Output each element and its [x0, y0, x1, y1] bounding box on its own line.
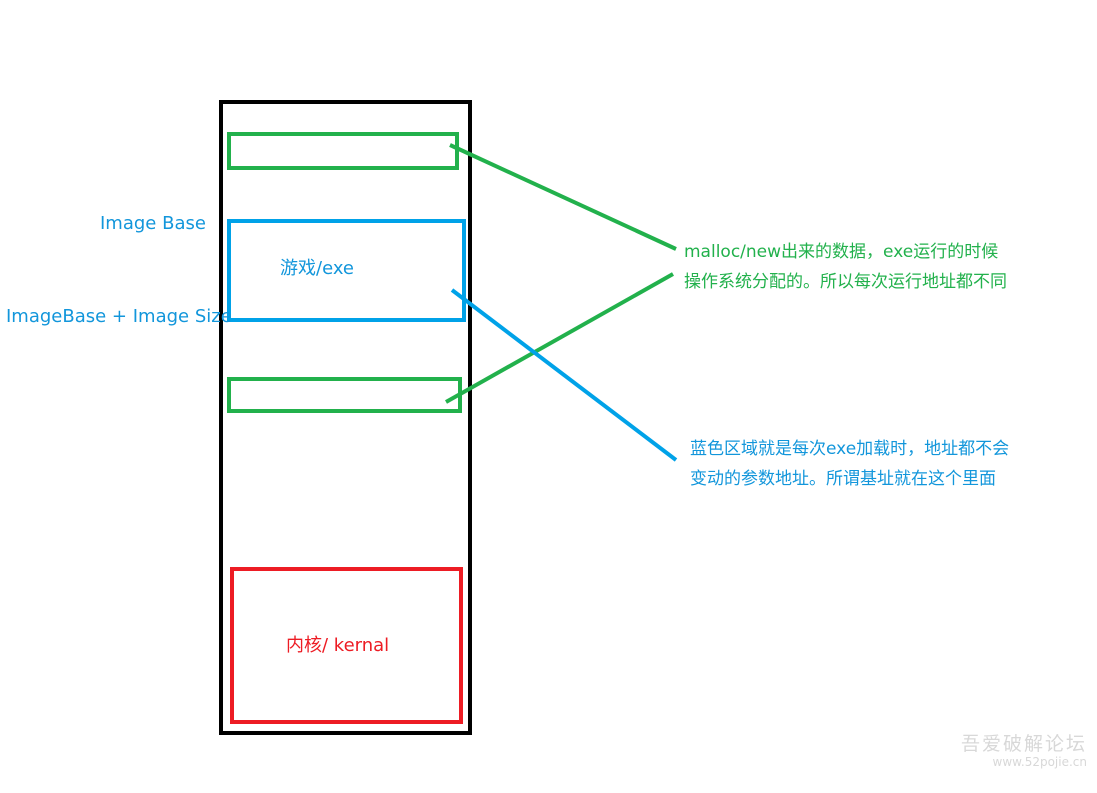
image-base-label: Image Base: [100, 213, 206, 234]
kernel-region: [230, 567, 463, 724]
kernel-region-label: 内核/ kernal: [286, 635, 390, 656]
memory-column: [219, 100, 472, 735]
image-note-line-1: 蓝色区域就是每次exe加载时，地址都不会: [690, 439, 1010, 459]
heap-note-line-1: malloc/new出来的数据，exe运行的时候: [684, 242, 999, 262]
watermark-title: 吾爱破解论坛: [960, 733, 1087, 755]
heap-top-connector: [449, 143, 677, 251]
heap-bottom-connector: [445, 272, 674, 404]
exe-image-region: [227, 219, 466, 322]
image-end-label: ImageBase + Image Size: [6, 306, 232, 327]
watermark: 吾爱破解论坛 www.52pojie.cn: [961, 733, 1087, 769]
heap-note: malloc/new出来的数据，exe运行的时候 操作系统分配的。所以每次运行地…: [684, 237, 1007, 297]
exe-region-label: 游戏/exe: [280, 258, 354, 279]
heap-note-line-2: 操作系统分配的。所以每次运行地址都不同: [684, 272, 1007, 292]
heap-region-top: [227, 132, 459, 170]
image-note-line-2: 变动的参数地址。所谓基址就在这个里面: [690, 469, 996, 489]
image-note: 蓝色区域就是每次exe加载时，地址都不会 变动的参数地址。所谓基址就在这个里面: [690, 434, 1009, 494]
watermark-url: www.52pojie.cn: [992, 755, 1087, 769]
image-connector: [450, 288, 678, 462]
